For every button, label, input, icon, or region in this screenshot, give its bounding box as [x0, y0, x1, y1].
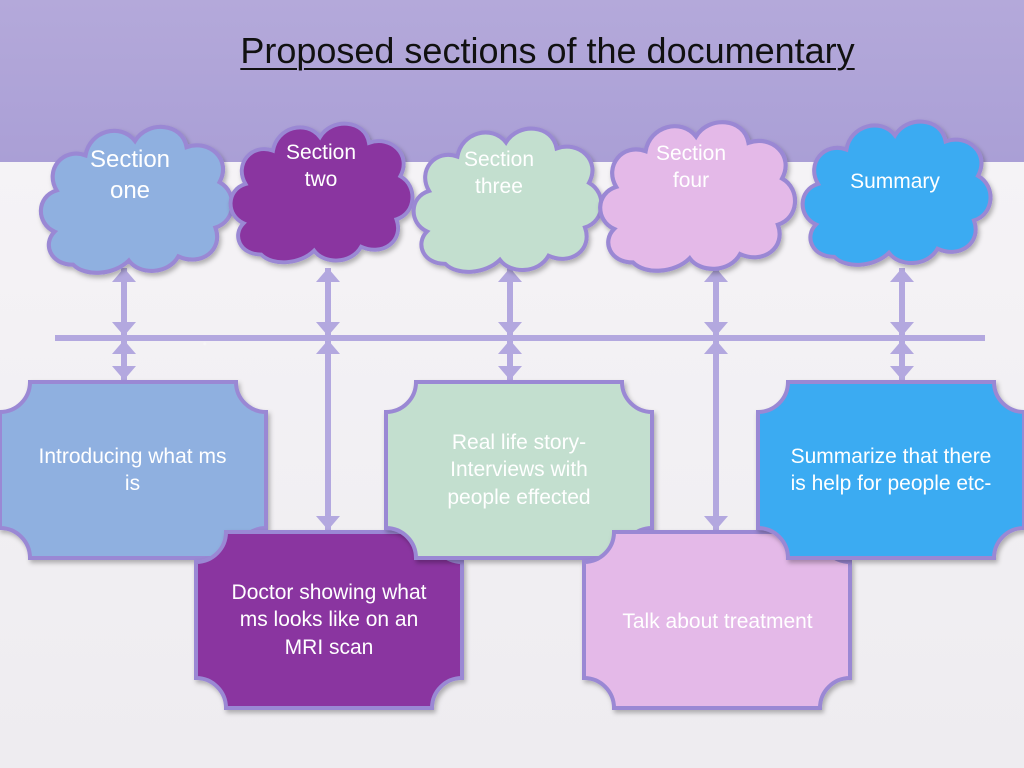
arrowhead-up-top-0: [112, 268, 136, 282]
arrowhead-down-bus-1: [498, 322, 522, 336]
arrowhead-up-bus-long-0: [316, 340, 340, 354]
arrowhead-down-box-long-0: [316, 516, 340, 530]
arrowhead-down-box-0: [112, 366, 136, 380]
arrowhead-up-bus-0: [112, 340, 136, 354]
box-label-section-one: Introducing what ms is: [38, 444, 227, 495]
box-box-summary: [756, 380, 1024, 560]
box-label-section-four: Talk about treatment: [622, 610, 813, 634]
arrowhead-down-box-1: [498, 366, 522, 380]
arrowhead-up-cloud-long-0: [316, 268, 340, 282]
cloud-label-section-three: Section three: [463, 147, 535, 198]
box-label-section-three: Real life story- Interviews with people …: [447, 431, 591, 509]
arrowhead-down-box-long-1: [704, 516, 728, 530]
cloud-label-section-four: Section four: [655, 141, 727, 192]
arrowhead-up-bus-long-1: [704, 340, 728, 354]
arrowhead-down-box-2: [890, 366, 914, 380]
box-label-summary: Summarize that there is help for people …: [790, 444, 992, 495]
arrowhead-up-bus-2: [890, 340, 914, 354]
cloud-label-section-one: Section one: [89, 145, 171, 204]
arrowhead-down-bus-long-1: [704, 322, 728, 336]
arrowhead-up-top-1: [498, 268, 522, 282]
cloud-label-section-two: Section two: [285, 140, 357, 191]
arrowhead-down-bus-0: [112, 322, 136, 336]
cloud-label-summary: Summary: [850, 170, 940, 194]
arrowhead-down-bus-2: [890, 322, 914, 336]
arrowhead-down-bus-long-0: [316, 322, 340, 336]
arrowhead-up-bus-1: [498, 340, 522, 354]
box-label-section-two: Doctor showing what ms looks like on an …: [231, 581, 427, 659]
arrowhead-up-cloud-long-1: [704, 268, 728, 282]
page-title: Proposed sections of the documentary: [240, 30, 855, 71]
arrowhead-up-top-2: [890, 268, 914, 282]
